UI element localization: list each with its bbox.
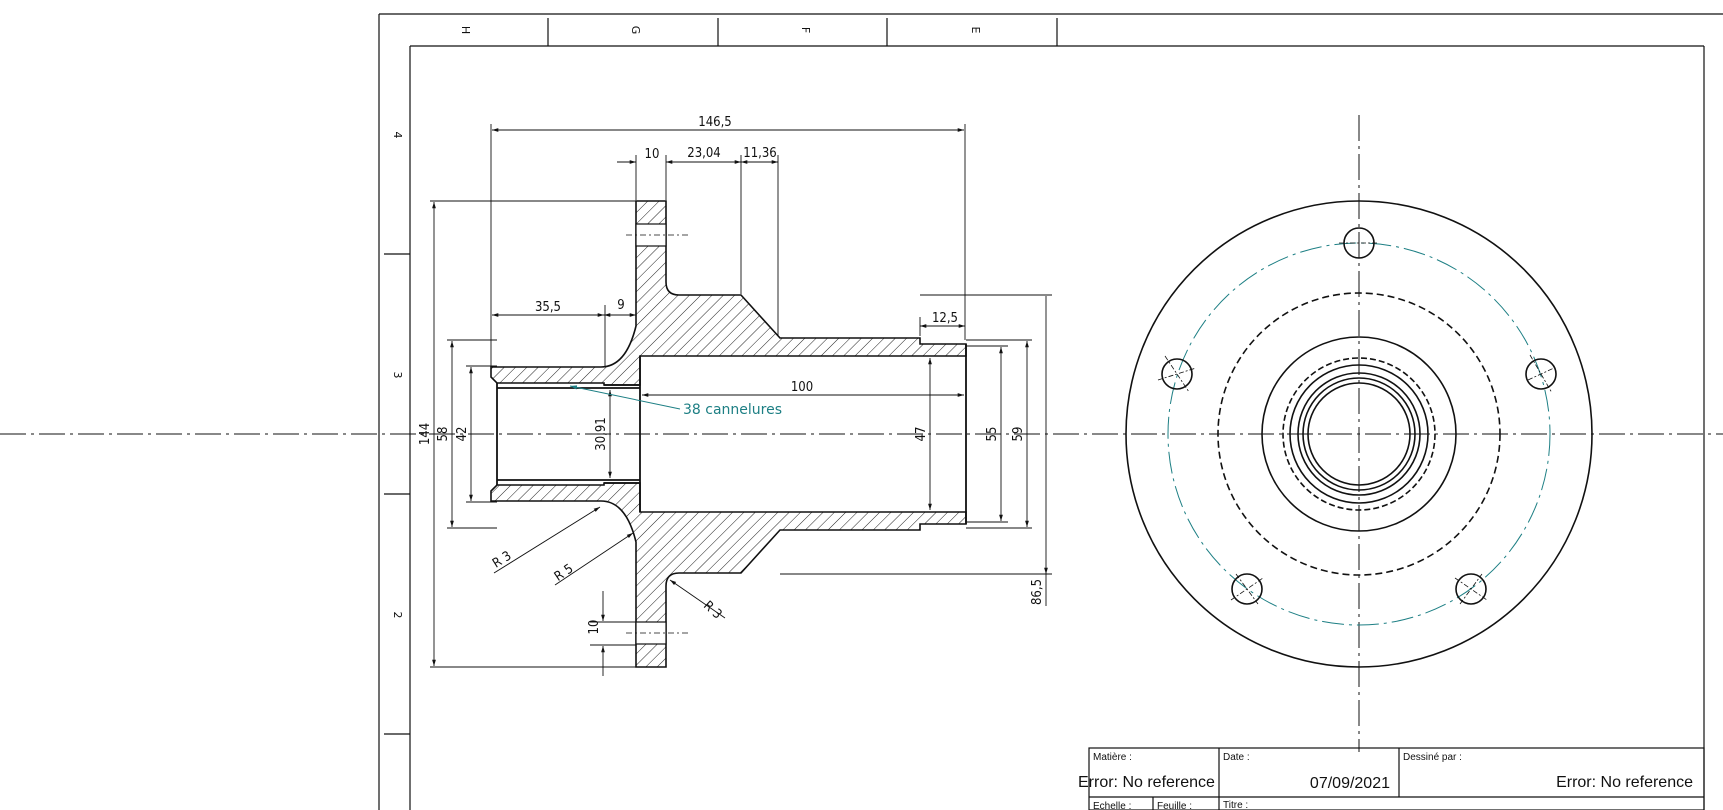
drawn-by-label: Dessiné par : bbox=[1403, 752, 1462, 763]
bore-circle-2 bbox=[1297, 372, 1421, 496]
zone-3: 3 bbox=[391, 372, 404, 379]
dimension-lines bbox=[430, 124, 1052, 676]
dim-end-length: 12,5 bbox=[932, 311, 958, 326]
zone-h: H bbox=[459, 26, 472, 34]
front-view bbox=[1125, 115, 1593, 752]
dim-dia-47: 47 bbox=[914, 427, 929, 442]
dim-bore-depth-1: 35,5 bbox=[535, 300, 561, 315]
hub-dashed-circle bbox=[1217, 292, 1501, 576]
dim-dia-55: 55 bbox=[985, 427, 1000, 442]
title-block: Matière : Error: No reference Date : 07/… bbox=[1078, 747, 1705, 810]
dim-dia-58: 58 bbox=[436, 427, 451, 442]
dim-dia-144: 144 bbox=[418, 423, 433, 445]
bolt-hole-4 bbox=[1231, 573, 1263, 605]
dim-hole-10: 10 bbox=[587, 620, 602, 635]
step-dashed-circle bbox=[1282, 357, 1436, 511]
sheet-frame bbox=[378, 13, 1723, 810]
zone-4: 4 bbox=[391, 132, 404, 139]
dim-bore-length: 100 bbox=[791, 380, 813, 395]
bolt-hole-3 bbox=[1455, 573, 1487, 605]
bore-circle-4 bbox=[1307, 382, 1411, 486]
section-upper bbox=[490, 200, 967, 386]
sheet-label: Feuille : bbox=[1157, 801, 1192, 810]
splines-annotation: 38 cannelures bbox=[569, 385, 782, 418]
material-value: Error: No reference bbox=[1078, 774, 1215, 791]
dim-dia-30-91: 30,91 bbox=[594, 417, 609, 450]
bore-circle-3 bbox=[1302, 377, 1416, 491]
dim-overall-length: 146,5 bbox=[698, 115, 731, 130]
dim-fillet-r3-a: R 3 bbox=[490, 549, 514, 572]
bolt-hole-2 bbox=[1525, 358, 1557, 390]
dim-step-1: 23,04 bbox=[687, 146, 720, 161]
flange-outer-circle bbox=[1125, 200, 1593, 668]
drawn-by-value: Error: No reference bbox=[1556, 774, 1693, 791]
bore-circle-1 bbox=[1289, 364, 1429, 504]
dim-dia-42: 42 bbox=[455, 427, 470, 442]
dim-step-2: 11,36 bbox=[743, 146, 776, 161]
section-view bbox=[490, 200, 967, 668]
hub-circle bbox=[1261, 336, 1457, 532]
dim-fillet-r5: R 5 bbox=[552, 561, 576, 584]
dim-radius-86-5: 86,5 bbox=[1030, 579, 1045, 605]
zone-labels: H G F E 4 3 2 bbox=[391, 26, 982, 619]
zone-g: G bbox=[629, 26, 642, 35]
zone-2: 2 bbox=[391, 612, 404, 619]
dim-fillet-r3-b: R 3 bbox=[700, 598, 724, 622]
date-value: 07/09/2021 bbox=[1310, 775, 1390, 792]
dim-bore-depth-2: 9 bbox=[617, 298, 624, 313]
scale-label: Echelle : bbox=[1093, 801, 1131, 810]
material-label: Matière : bbox=[1093, 752, 1132, 763]
bolt-hole-5 bbox=[1161, 358, 1193, 390]
splines-note: 38 cannelures bbox=[683, 402, 782, 418]
dim-dia-59: 59 bbox=[1011, 427, 1026, 442]
dim-flange-thickness: 10 bbox=[645, 147, 660, 162]
zone-e: E bbox=[969, 27, 982, 34]
section-lower bbox=[490, 482, 967, 668]
date-label: Date : bbox=[1223, 752, 1250, 763]
zone-f: F bbox=[799, 27, 812, 33]
title-label: Titre : bbox=[1223, 800, 1248, 810]
pitch-circle bbox=[1167, 242, 1551, 626]
